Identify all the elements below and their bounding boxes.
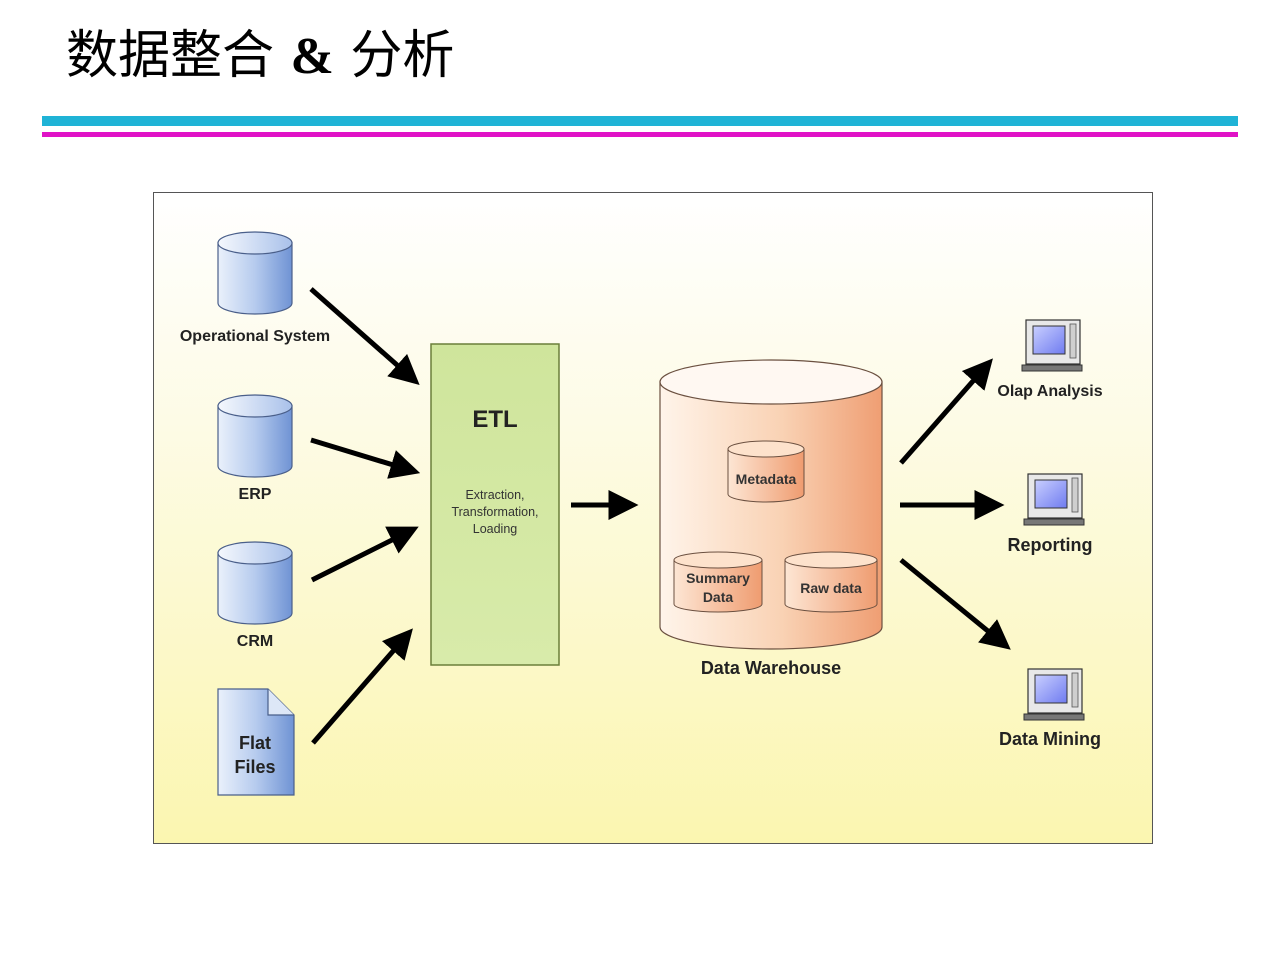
arrows-into-etl — [309, 287, 421, 745]
flat-files-document-icon — [217, 688, 295, 796]
raw-data-cylinder — [784, 551, 878, 613]
reporting-computer-icon — [1023, 473, 1085, 526]
flat-files-label-line1: Flat — [239, 733, 271, 753]
arrow-erp-to-etl — [310, 437, 421, 479]
etl-desc-line1: Extraction, — [465, 488, 524, 502]
operational-system-database-icon — [217, 231, 293, 315]
title-chinese-part2: 分析 — [350, 26, 455, 86]
metadata-label: Metadata — [736, 471, 797, 487]
etl-desc-line2: Transformation, — [451, 505, 538, 519]
arrow-flatfiles-to-etl — [311, 628, 413, 745]
arrow-crm-to-etl — [310, 526, 419, 583]
arrow-operational-to-etl — [309, 287, 420, 385]
etl-desc-line3: Loading — [473, 522, 518, 536]
title-rule-magenta — [42, 132, 1238, 137]
etl-diagram-canvas: Operational System ERP CRM Flat Files ET… — [180, 231, 1103, 796]
data-warehouse-label: Data Warehouse — [701, 658, 841, 678]
arrow-warehouse-to-olap — [899, 358, 993, 465]
flat-files-label-line2: Files — [234, 757, 275, 777]
slide-title: 数据整合 & 分析 — [66, 24, 454, 89]
etl-box — [430, 343, 560, 666]
etl-title: ETL — [472, 406, 517, 433]
erp-database-icon — [217, 394, 293, 478]
etl-diagram: Operational System ERP CRM Flat Files ET… — [153, 192, 1153, 844]
crm-database-icon — [217, 541, 293, 625]
raw-data-label: Raw data — [800, 580, 862, 596]
output-label-olap-analysis: Olap Analysis — [997, 383, 1102, 400]
summary-data-label-line2: Data — [703, 589, 734, 605]
source-label-erp: ERP — [239, 486, 272, 503]
summary-data-label-line1: Summary — [686, 570, 750, 586]
title-rule-cyan — [42, 116, 1238, 126]
arrows-to-outputs — [899, 358, 1011, 650]
source-label-operational-system: Operational System — [180, 328, 330, 345]
title-ampersand: & — [290, 28, 334, 85]
metadata-cylinder — [727, 440, 805, 503]
datamining-computer-icon — [1023, 668, 1085, 721]
source-label-crm: CRM — [237, 633, 273, 650]
arrow-warehouse-to-datamining — [899, 558, 1011, 650]
title-chinese-part1: 数据整合 — [66, 26, 275, 86]
olap-computer-icon — [1021, 319, 1083, 372]
summary-data-cylinder — [673, 551, 763, 613]
output-label-reporting: Reporting — [1008, 535, 1093, 555]
output-label-data-mining: Data Mining — [999, 729, 1101, 749]
